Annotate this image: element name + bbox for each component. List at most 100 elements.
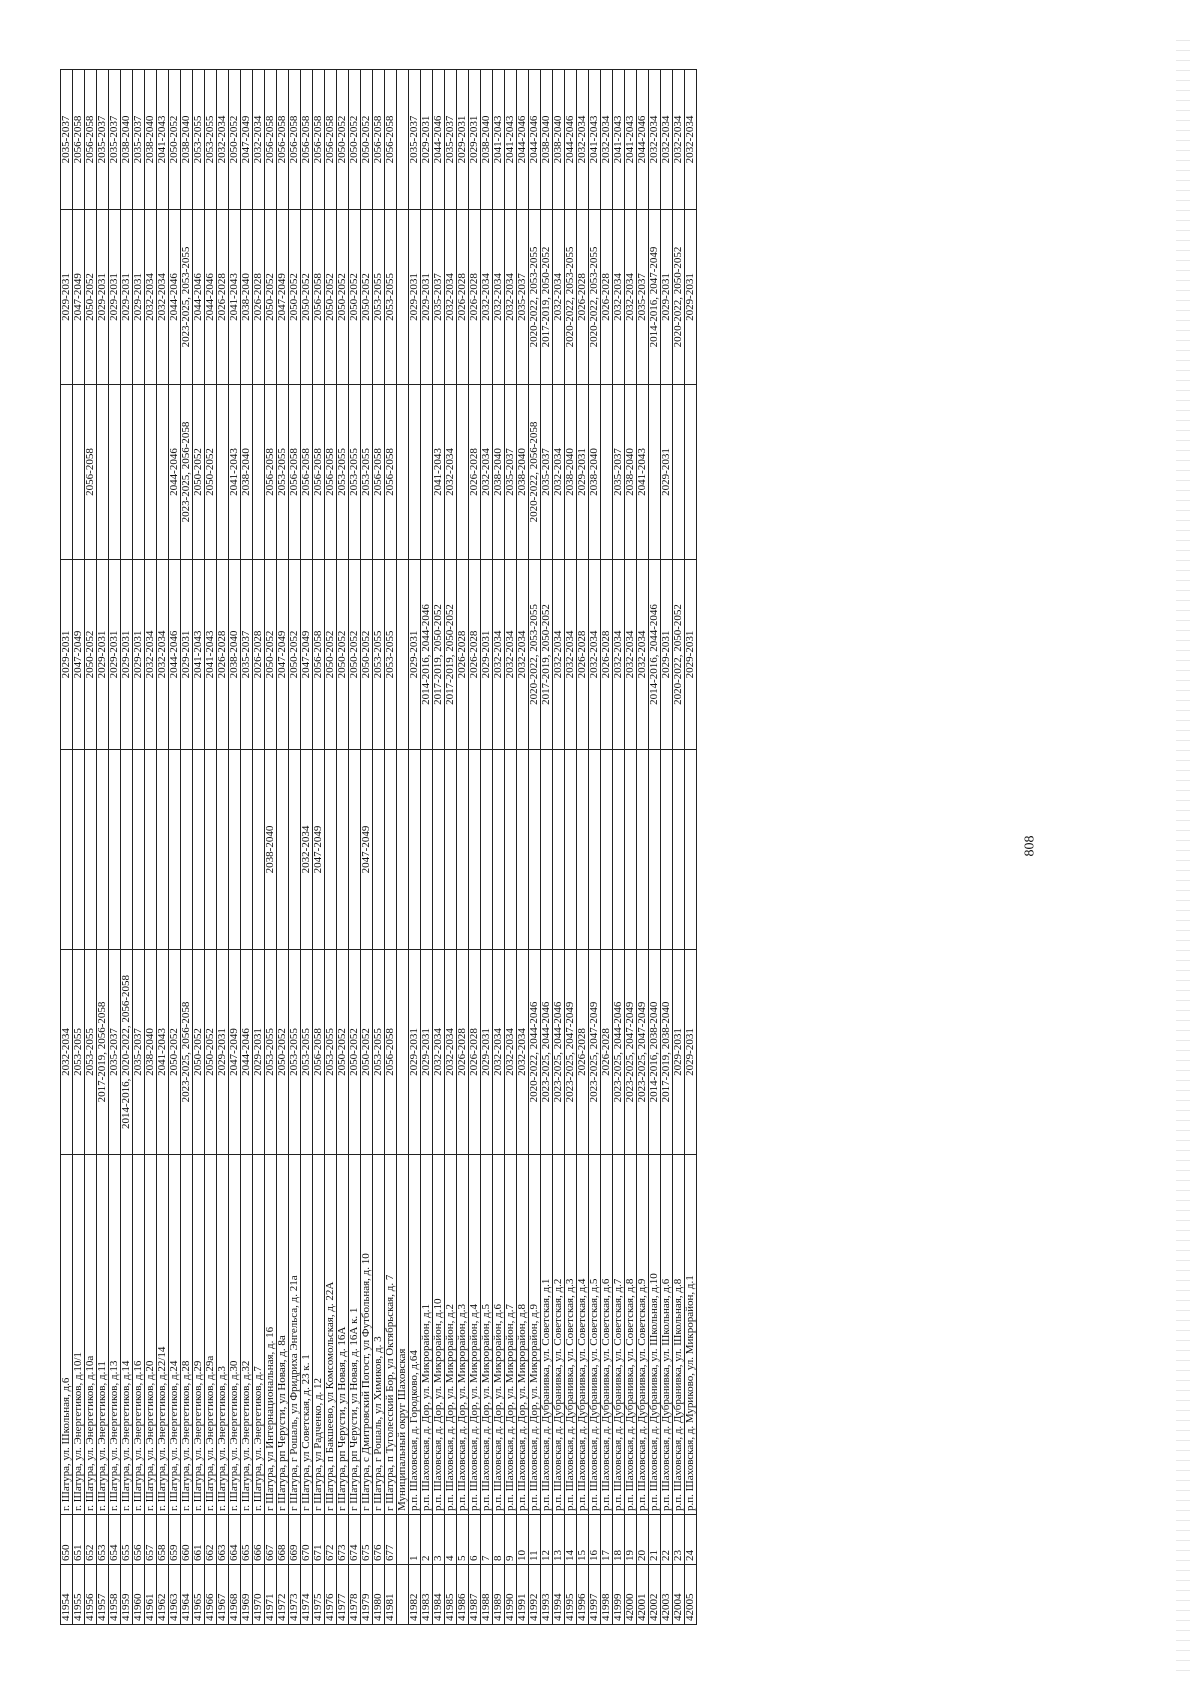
address-cell: р.п. Шаховская, д. Дубранивка, ул. Совет… (564, 1154, 577, 1515)
period-6-cell: 2029-2031 (468, 69, 481, 210)
period-3-cell: 2017-2019, 2050-2052 (444, 559, 457, 750)
period-4-cell (684, 384, 697, 560)
row-number-cell: 42002 (648, 1564, 661, 1625)
period-1-cell: 2038-2040 (144, 949, 157, 1155)
period-3-cell: 2032-2034 (492, 559, 505, 750)
address-cell: г. Шатура, ул. Энергетиков, д.11 (96, 1154, 109, 1515)
item-number-cell: 662 (204, 1514, 217, 1565)
item-number-cell: 22 (660, 1514, 673, 1565)
item-number-cell: 663 (216, 1514, 229, 1565)
row-number-cell: 41976 (324, 1564, 337, 1625)
period-5-cell: 2053-2055 (384, 209, 397, 385)
period-1-cell: 2026-2028 (456, 949, 469, 1155)
period-3-cell: 2047-2049 (72, 559, 85, 750)
row-number-cell: 41960 (132, 1564, 145, 1625)
row-number-cell: 42003 (660, 1564, 673, 1625)
item-number-cell: 8 (492, 1514, 505, 1565)
row-number-cell: 41964 (180, 1564, 193, 1625)
period-6-cell: 2032-2034 (672, 69, 685, 210)
item-number-cell: 667 (264, 1514, 277, 1565)
period-2-cell (156, 749, 169, 950)
row-number-cell: 41977 (336, 1564, 349, 1625)
row-number-cell: 41990 (504, 1564, 517, 1625)
period-4-cell (108, 384, 121, 560)
period-4-cell: 2056-2058 (264, 384, 277, 560)
period-3-cell: 2053-2055 (384, 559, 397, 750)
address-cell: р.п. Шаховская, д. Дор, ул. Микрорайон, … (432, 1154, 445, 1515)
period-6-cell: 2056-2058 (312, 69, 325, 210)
period-6-cell: 2041-2043 (504, 69, 517, 210)
address-cell: г Шатура, ул Интернациональная, д. 16 (264, 1154, 277, 1515)
period-3-cell: 2032-2034 (612, 559, 625, 750)
period-1-cell: 2029-2031 (252, 949, 265, 1155)
period-4-cell: 2038-2040 (492, 384, 505, 560)
address-cell: г. Шатура, ул. Энергетиков, д.10а (84, 1154, 97, 1515)
period-6-cell: 2035-2037 (60, 69, 73, 210)
item-number-cell: 656 (132, 1514, 145, 1565)
item-number-cell: 653 (96, 1514, 109, 1565)
period-3-cell: 2050-2052 (264, 559, 277, 750)
period-3-cell: 2032-2034 (624, 559, 637, 750)
period-4-cell (96, 384, 109, 560)
period-2-cell (252, 749, 265, 950)
period-6-cell: 2041-2043 (588, 69, 601, 210)
period-1-cell: 2029-2031 (216, 949, 229, 1155)
period-3-cell: 2041-2043 (192, 559, 205, 750)
period-5-cell: 2035-2037 (516, 209, 529, 385)
period-1-cell: 2032-2034 (60, 949, 73, 1155)
period-2-cell (408, 749, 421, 950)
address-cell: р.п. Шаховская, д. Дубранивка, ул. Школь… (660, 1154, 673, 1515)
period-5-cell: 2050-2052 (264, 209, 277, 385)
period-6-cell: 2044-2046 (636, 69, 649, 210)
period-4-cell (144, 384, 157, 560)
item-number-cell: 21 (648, 1514, 661, 1565)
address-cell: г. Шатура, ул. Энергетиков, д.22/14 (156, 1154, 169, 1515)
row-number-cell: 41986 (456, 1564, 469, 1625)
period-3-cell: 2017-2019, 2050-2052 (432, 559, 445, 750)
period-1-cell: 2023-2025, 2044-2046 (540, 949, 553, 1155)
row-number-cell: 41965 (192, 1564, 205, 1625)
period-2-cell (600, 749, 613, 950)
period-6-cell: 2038-2040 (180, 69, 193, 210)
period-4-cell: 2053-2055 (336, 384, 349, 560)
period-3-cell: 2035-2037 (240, 559, 253, 750)
period-5-cell: 2014-2016, 2047-2049 (648, 209, 661, 385)
period-4-cell: 2038-2040 (588, 384, 601, 560)
address-cell: р.п. Шаховская, д. Дор, ул. Микрорайон, … (456, 1154, 469, 1515)
address-cell: р.п. Шаховская, д. Дор, ул. Микрорайон, … (480, 1154, 493, 1515)
item-number-cell: 9 (504, 1514, 517, 1565)
period-4-cell: 2020-2022, 2056-2058 (528, 384, 541, 560)
period-3-cell: 2029-2031 (132, 559, 145, 750)
period-2-cell (612, 749, 625, 950)
address-cell: г. Шатура, ул. Энергетиков, д.32 (240, 1154, 253, 1515)
period-5-cell: 2035-2037 (636, 209, 649, 385)
period-4-cell (60, 384, 73, 560)
period-3-cell: 2026-2028 (600, 559, 613, 750)
period-4-cell (252, 384, 265, 560)
period-4-cell: 2050-2052 (204, 384, 217, 560)
row-number-cell: 41996 (576, 1564, 589, 1625)
period-1-cell: 2056-2058 (312, 949, 325, 1155)
period-2-cell (504, 749, 517, 950)
period-5-cell: 2032-2034 (444, 209, 457, 385)
item-number-cell: 23 (672, 1514, 685, 1565)
period-2-cell (432, 749, 445, 950)
address-cell: г. Шатура, ул. Энергетиков, д.14 (120, 1154, 133, 1515)
period-5-cell: 2023-2025, 2053-2055 (180, 209, 193, 385)
period-5-cell: 2032-2034 (480, 209, 493, 385)
item-number-cell: 5 (456, 1514, 469, 1565)
address-cell: г. Шатура, ул. Энергетиков, д.24 (168, 1154, 181, 1515)
row-number-cell: 41980 (372, 1564, 385, 1625)
address-cell: р.п. Шаховская, д. Дор, ул. Микрорайон, … (528, 1154, 541, 1515)
period-5-cell: 2041-2043 (228, 209, 241, 385)
address-cell: г. Шатура, ул. Энергетиков, д.7 (252, 1154, 265, 1515)
address-cell: р.п. Шаховская, д. Городково, д.64 (408, 1154, 421, 1515)
